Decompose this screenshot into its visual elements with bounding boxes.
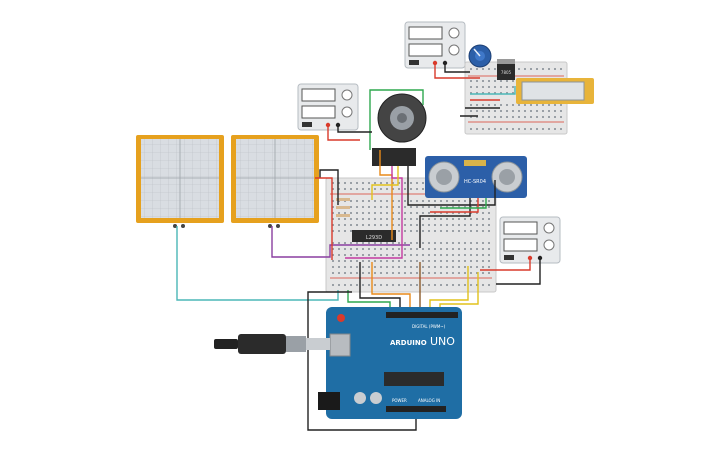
wires [176, 63, 541, 431]
power-supply-middle[interactable] [297, 83, 359, 131]
power-header-label: POWER [392, 398, 407, 403]
sensor-label: HC-SR04 [464, 179, 486, 185]
breadboard-main[interactable] [325, 177, 497, 293]
resistor-group [336, 198, 350, 217]
servo-motor[interactable] [377, 93, 427, 143]
voltage-regulator[interactable]: 7805 [497, 59, 515, 80]
power-supply-top[interactable] [404, 21, 466, 69]
ultrasonic-sensor[interactable]: HC-SR04 [425, 156, 527, 198]
motor-driver-ic[interactable]: L293D [352, 230, 396, 242]
arduino-model: UNO [430, 335, 455, 348]
force-pad-left[interactable] [136, 135, 224, 228]
force-pad-right[interactable] [231, 135, 319, 228]
motor-ic[interactable] [372, 148, 416, 166]
digital-header-label: DIGITAL (PWM~) [412, 324, 446, 329]
arduino-board[interactable]: ARDUINO UNO DIGITAL (PWM~) POWER ANALOG … [318, 307, 462, 419]
potentiometer[interactable] [468, 44, 492, 68]
lcd-display[interactable] [516, 78, 594, 104]
driver-ic-label: L293D [366, 235, 382, 241]
arduino-brand: ARDUINO [390, 339, 427, 347]
power-supply-right[interactable] [499, 216, 561, 264]
usb-plug-icon[interactable] [214, 334, 330, 354]
analog-header-label: ANALOG IN [418, 398, 440, 403]
regulator-label: 7805 [501, 70, 512, 75]
